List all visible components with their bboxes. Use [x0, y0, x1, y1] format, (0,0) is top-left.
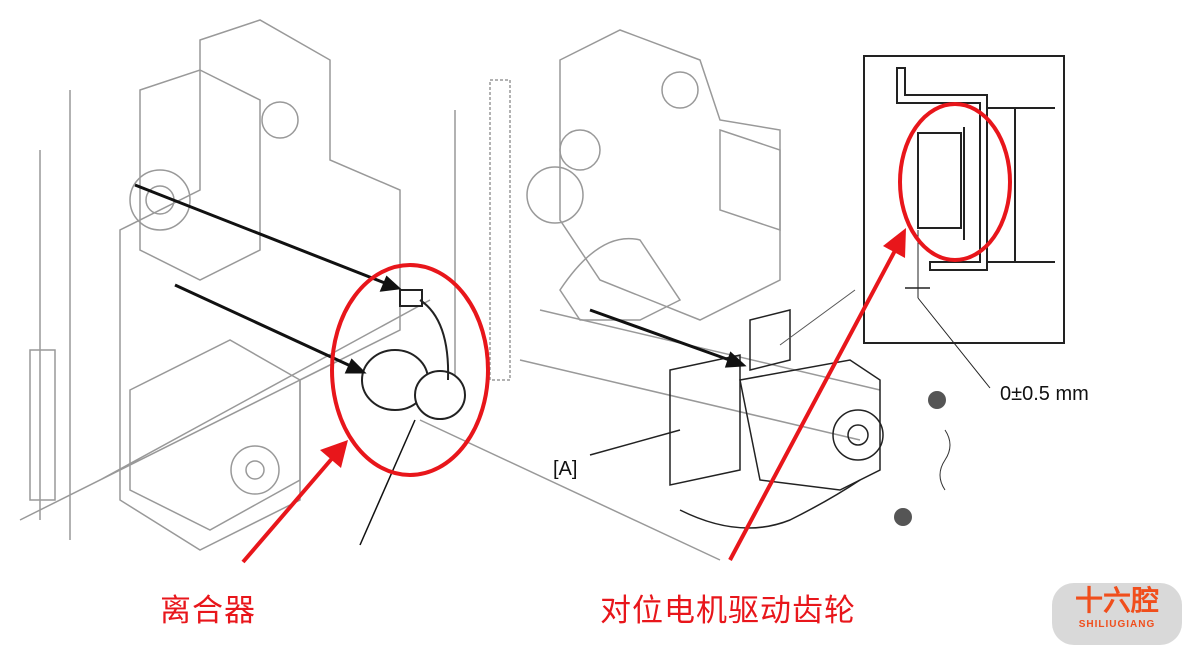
logo-title: 十六腔	[1074, 584, 1159, 617]
red-arrowheads	[320, 228, 906, 468]
left-machine-frame	[19, 19, 881, 561]
motor-assembly	[589, 309, 884, 529]
bracket-callout-label: [A]	[553, 458, 578, 480]
registration-motor-gear-label: 对位电机驱动齿轮	[600, 593, 856, 629]
red-highlights	[241, 102, 1012, 564]
screws	[894, 391, 951, 526]
black-pointer-arrows	[134, 183, 747, 546]
logo-subtitle: SHILIUGIANG	[1078, 619, 1156, 630]
detail-inset	[779, 55, 1065, 389]
gear-highlight-ellipse	[898, 102, 1012, 262]
clutch-label: 离合器	[160, 593, 256, 629]
watermark-logo: 十六腔 SHILIUGIANG	[1052, 583, 1182, 645]
clutch-part	[361, 289, 466, 420]
right-machine-frame	[526, 29, 781, 321]
clutch-highlight-ellipse	[330, 263, 490, 477]
tolerance-label: 0±0.5 mm	[1000, 383, 1089, 405]
